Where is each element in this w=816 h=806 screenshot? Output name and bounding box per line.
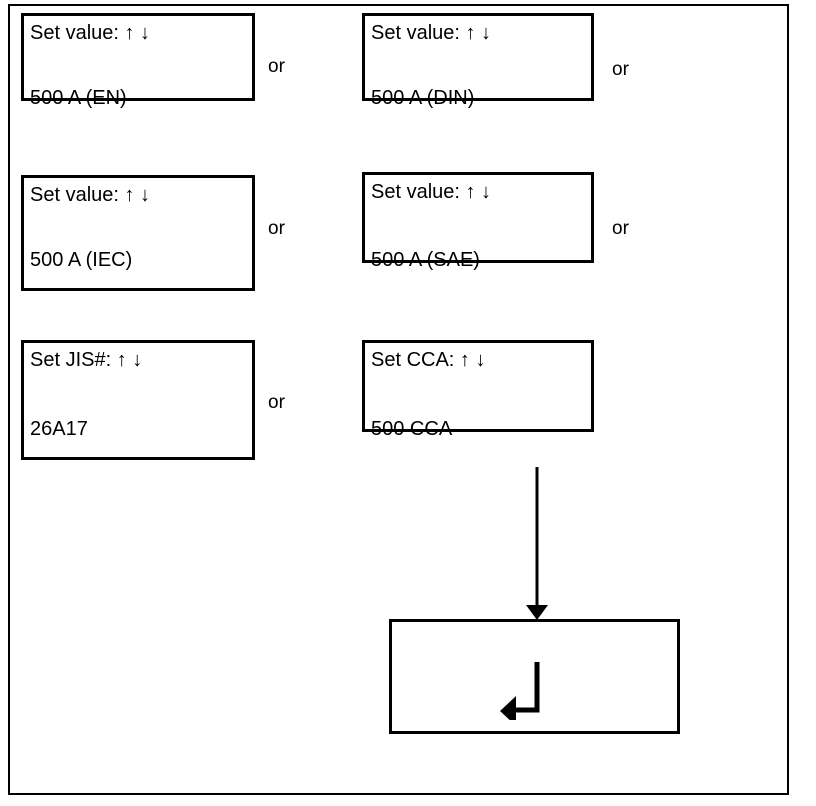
flow-connector: [500, 460, 580, 625]
screen-cca-bottom-line: 500 CCA: [371, 418, 453, 440]
screen-sae-top-line: Set value: ↑ ↓: [371, 181, 492, 203]
screen-sae-bottom-line: 500 A (SAE): [371, 249, 480, 271]
or-label-en: or: [268, 56, 285, 77]
screen-box-jis[interactable]: Set JIS#: ↑ ↓ 26A17: [21, 340, 255, 460]
screen-jis-bottom-line: 26A17: [30, 418, 88, 440]
screen-cca-top-line: Set CCA: ↑ ↓: [371, 349, 486, 371]
screen-box-iec[interactable]: Set value: ↑ ↓ 500 A (IEC): [21, 175, 255, 291]
page-border: [8, 4, 789, 795]
or-label-sae: or: [612, 218, 629, 239]
enter-return-arrow-icon: [500, 662, 540, 726]
or-label-jis: or: [268, 392, 285, 413]
down-arrow-icon: [526, 467, 548, 620]
enter-return-arrow-wrap: [498, 658, 548, 726]
screen-iec-top-line: Set value: ↑ ↓: [30, 184, 151, 206]
screen-din-bottom-line: 500 A (DIN): [371, 87, 475, 109]
screen-en-bottom-line: 500 A (EN): [30, 87, 127, 109]
screen-din-top-line: Set value: ↑ ↓: [371, 22, 492, 44]
screen-iec-bottom-line: 500 A (IEC): [30, 249, 133, 271]
screen-box-confirm[interactable]: [389, 619, 680, 734]
screen-box-en[interactable]: Set value: ↑ ↓ 500 A (EN): [21, 13, 255, 108]
screen-box-cca[interactable]: Set CCA: ↑ ↓ 500 CCA: [362, 340, 594, 439]
or-label-din: or: [612, 59, 629, 80]
screen-box-sae[interactable]: Set value: ↑ ↓ 500 A (SAE): [362, 172, 594, 270]
screen-jis-top-line: Set JIS#: ↑ ↓: [30, 349, 143, 371]
screen-en-top-line: Set value: ↑ ↓: [30, 22, 151, 44]
or-label-iec: or: [268, 218, 285, 239]
screen-box-din[interactable]: Set value: ↑ ↓ 500 A (DIN): [362, 13, 594, 108]
